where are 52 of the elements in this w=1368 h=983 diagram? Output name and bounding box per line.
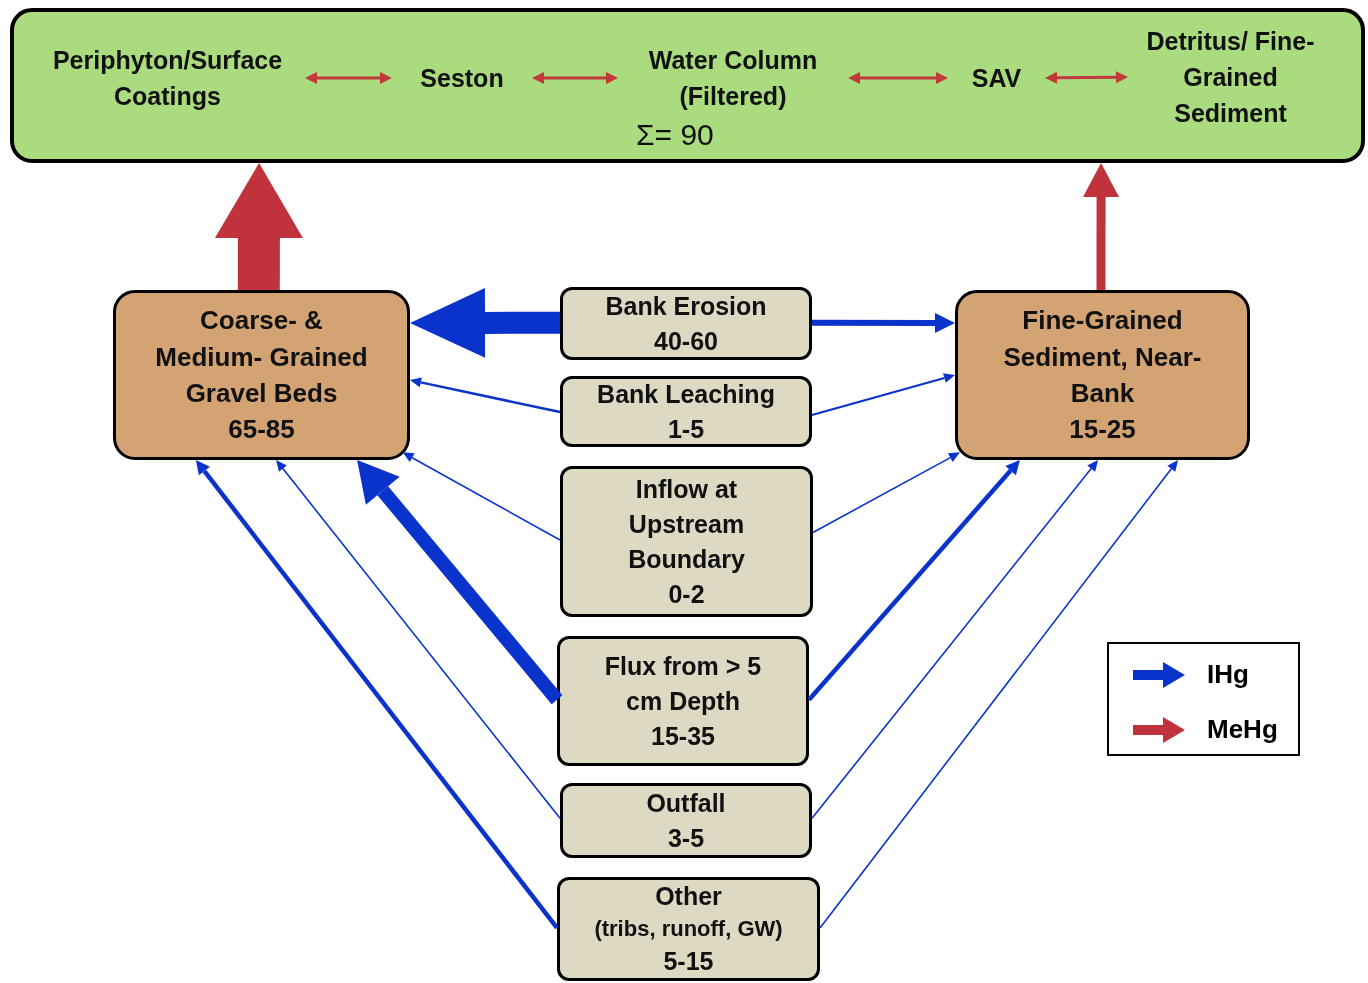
source-box bbox=[560, 783, 812, 858]
flux-arrow bbox=[807, 460, 1020, 702]
compartment-label: Water Column (Filtered) bbox=[618, 40, 848, 116]
source-box bbox=[560, 287, 812, 360]
compartment-band bbox=[10, 8, 1365, 163]
flux-value: 15-35 bbox=[651, 720, 715, 752]
flux-arrow bbox=[195, 460, 559, 930]
flux-arrow bbox=[402, 452, 561, 541]
sediment-box bbox=[955, 290, 1250, 460]
sediment-box bbox=[113, 290, 410, 460]
flux-arrow bbox=[410, 287, 560, 358]
compartment-label: Periphyton/Surface Coatings bbox=[30, 40, 305, 116]
flux-arrow bbox=[532, 72, 618, 84]
box-title: Outfall bbox=[646, 787, 726, 819]
source-box bbox=[557, 636, 809, 766]
flux-value: 1-5 bbox=[667, 413, 705, 445]
source-box bbox=[560, 466, 813, 617]
legend-label: IHg bbox=[1207, 659, 1249, 690]
box-title: Flux from > 5 cm Depth bbox=[603, 650, 763, 717]
total-label: Σ= 90 bbox=[636, 118, 714, 152]
flux-arrow bbox=[811, 460, 1099, 820]
flux-arrow bbox=[1083, 163, 1120, 290]
box-title: Inflow at Upstream Boundary bbox=[627, 473, 746, 575]
flux-arrow bbox=[276, 460, 561, 820]
box-title: Coarse- & Medium- Grained Gravel Beds bbox=[154, 304, 369, 410]
flux-arrow bbox=[1045, 71, 1128, 84]
compartment-label: Seston bbox=[392, 58, 532, 98]
flux-value: 3-5 bbox=[667, 822, 705, 854]
box-title: Bank Erosion bbox=[605, 290, 767, 322]
box-note: (tribs, runoff, GW) bbox=[594, 914, 783, 943]
box-title: Bank Leaching bbox=[597, 378, 775, 410]
box-title: Other bbox=[655, 880, 722, 912]
flux-value: 65-85 bbox=[228, 413, 295, 447]
flux-arrow bbox=[819, 460, 1178, 929]
source-box bbox=[560, 376, 812, 447]
legend-label: MeHg bbox=[1207, 714, 1278, 745]
flux-arrow bbox=[214, 163, 303, 290]
flux-value: 5-15 bbox=[663, 946, 714, 978]
flux-arrow bbox=[305, 72, 392, 84]
flux-arrow bbox=[848, 72, 948, 84]
box-title: Fine-Grained Sediment, Near-Bank bbox=[1002, 304, 1203, 410]
flux-value: 40-60 bbox=[654, 325, 718, 357]
compartment-label: SAV bbox=[948, 58, 1045, 98]
flux-value: 15-25 bbox=[1069, 413, 1136, 447]
compartment-label: Detritus/ Fine-Grained Sediment bbox=[1128, 22, 1333, 132]
flux-arrow bbox=[811, 373, 955, 417]
source-box bbox=[557, 877, 820, 981]
flux-arrow bbox=[812, 452, 960, 534]
flux-value: 0-2 bbox=[668, 578, 705, 610]
flux-arrow bbox=[357, 460, 563, 705]
flux-arrow bbox=[410, 377, 561, 414]
flux-arrow bbox=[812, 312, 955, 333]
